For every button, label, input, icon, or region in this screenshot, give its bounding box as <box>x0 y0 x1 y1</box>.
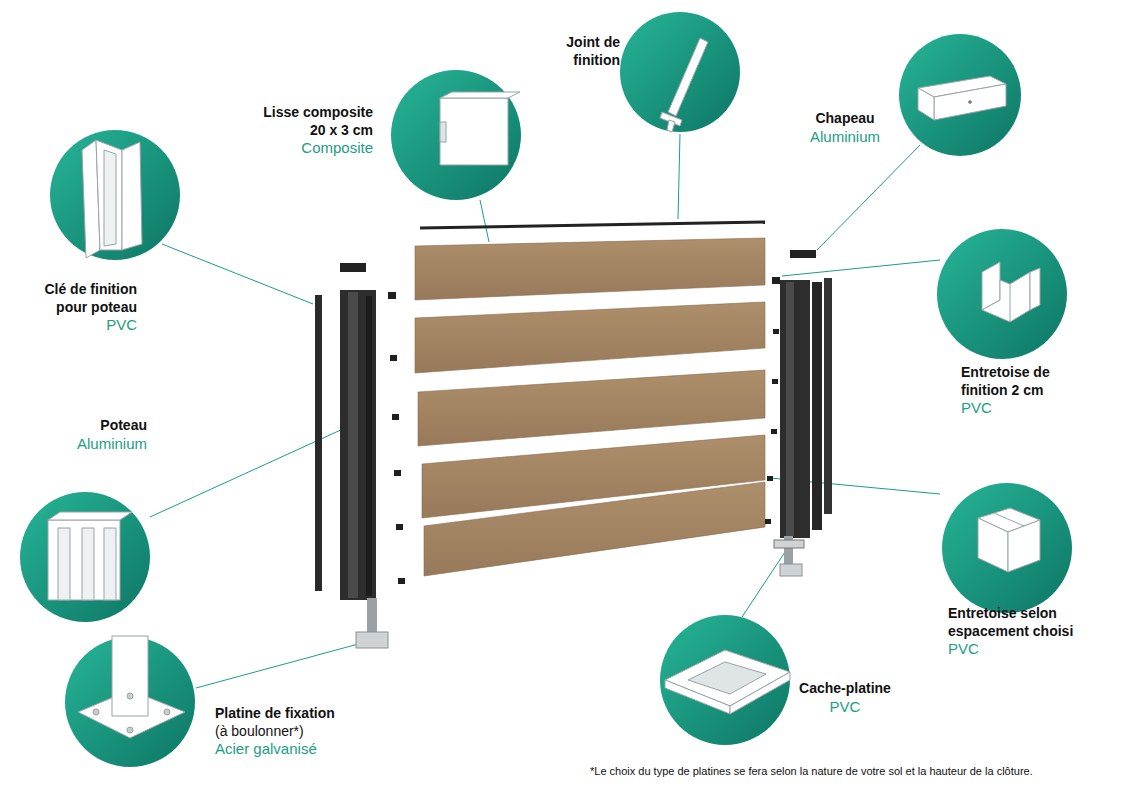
circle-shape <box>620 12 740 132</box>
circle-shape <box>937 229 1067 359</box>
callout-label: Entretoise de finition 2 cmPVC <box>961 364 1069 418</box>
circle-outline <box>390 69 522 201</box>
callout-circle: Entretoise de finition 2 cmPVC <box>936 228 1068 360</box>
spacers <box>388 277 780 584</box>
circle-outline <box>659 614 791 746</box>
part-name: Entretoise selon espacement choisi <box>948 605 1080 640</box>
callout-circle: ChapeauAluminium <box>898 33 1022 157</box>
part-name: Clé de finition pour poteau <box>25 281 137 316</box>
footnote: *Le choix du type de platines se fera se… <box>590 765 1033 777</box>
callout-circle: PoteauAluminium <box>19 491 151 623</box>
callout-circle: Entretoise selon espacement choisiPVC <box>941 482 1073 614</box>
plate-cover-icon <box>665 650 790 714</box>
circle-outline <box>19 491 151 623</box>
circle-outline <box>941 482 1073 614</box>
circle-shape <box>391 70 521 200</box>
part-name: (à boulonner*) <box>215 723 385 741</box>
finishing-joint <box>420 222 765 228</box>
material-label: Acier galvanisé <box>215 740 385 759</box>
material-label: Aluminium <box>47 435 147 454</box>
material-label: PVC <box>948 640 1080 659</box>
boards <box>415 238 765 576</box>
base-plate-icon <box>78 636 185 738</box>
part-name: Joint de finition <box>548 34 620 69</box>
circle-shape <box>660 615 790 745</box>
circle-shape <box>942 483 1072 613</box>
callout-label: ChapeauAluminium <box>790 110 900 146</box>
part-name: Platine de fixation <box>215 705 385 723</box>
cap-icon <box>918 76 1006 120</box>
right-post <box>774 250 832 576</box>
callout-circle: Clé de finition pour poteauPVC <box>49 129 181 261</box>
part-name: Cache-platine <box>783 680 907 698</box>
board-end-icon <box>440 92 520 165</box>
callout-label: Lisse composite 20 x 3 cmComposite <box>251 104 373 158</box>
material-label: PVC <box>783 698 907 717</box>
joint-icon <box>660 38 708 132</box>
circle-outline <box>936 228 1068 360</box>
material-label: PVC <box>961 399 1069 418</box>
circle-shape <box>65 637 195 767</box>
callout-circle: Platine de fixation(à boulonner*)Acier g… <box>64 636 196 768</box>
part-name: Chapeau <box>790 110 900 128</box>
post-key-icon <box>82 140 142 258</box>
left-post <box>315 263 388 648</box>
callout-label: Cache-platinePVC <box>783 680 907 716</box>
callout-label: Entretoise selon espacement choisiPVC <box>948 605 1080 659</box>
circle-shape <box>50 130 180 260</box>
callout-label: Clé de finition pour poteauPVC <box>25 281 137 335</box>
circle-shape <box>20 492 150 622</box>
callout-label: Joint de finition <box>548 34 620 69</box>
circle-shape <box>899 34 1021 156</box>
part-name: Entretoise de finition 2 cm <box>961 364 1069 399</box>
part-name: Lisse composite 20 x 3 cm <box>251 104 373 139</box>
post-profile-icon <box>48 512 132 600</box>
callout-circle: Cache-platinePVC <box>659 614 791 746</box>
callout-label: Platine de fixation(à boulonner*)Acier g… <box>215 705 385 759</box>
finishing-spacer-icon <box>982 262 1040 322</box>
callout-label: PoteauAluminium <box>47 417 147 453</box>
material-label: PVC <box>25 316 137 335</box>
part-name: Poteau <box>47 417 147 435</box>
callout-circle: Joint de finition <box>619 11 741 133</box>
material-label: Composite <box>251 139 373 158</box>
circle-outline <box>49 129 181 261</box>
circle-outline <box>64 636 196 768</box>
callout-circle: Lisse composite 20 x 3 cmComposite <box>390 69 522 201</box>
circle-outline <box>898 33 1022 157</box>
circle-outline <box>619 11 741 133</box>
leader-lines <box>150 134 940 688</box>
material-label: Aluminium <box>790 128 900 147</box>
spacer-icon <box>978 508 1040 572</box>
